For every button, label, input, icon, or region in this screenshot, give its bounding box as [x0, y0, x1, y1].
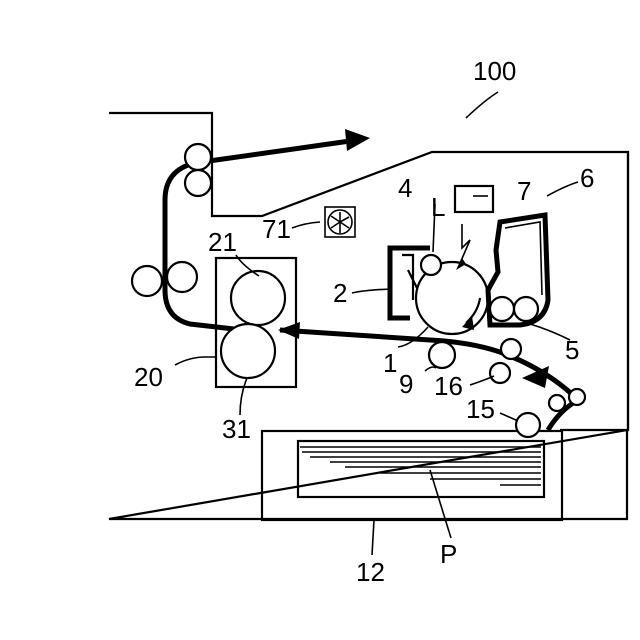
fan-blades	[331, 212, 349, 233]
exit-roller-lower	[185, 170, 211, 196]
cassette-frame	[262, 431, 562, 520]
cleaning-roller	[421, 255, 441, 275]
registration-roller-upper	[501, 339, 521, 359]
label-pickup-roller: 15	[466, 394, 495, 424]
developing-roller	[490, 297, 514, 321]
conveying-roller-right	[167, 262, 197, 292]
label-cleaning-roller: 4	[398, 173, 412, 203]
label-transfer-roller: 9	[399, 369, 413, 399]
exit-arrow	[345, 129, 370, 151]
label-developing-unit: 6	[580, 163, 594, 193]
exposure-unit	[455, 186, 493, 212]
label-paper: P	[440, 539, 457, 569]
label-apparatus: 100	[473, 56, 516, 86]
feed-roller-small	[569, 389, 585, 405]
label-fixing-unit: 20	[134, 362, 163, 392]
label-photoconductor: 1	[383, 348, 397, 378]
feed-roller-small-2	[549, 395, 565, 411]
heat-roller	[231, 271, 285, 325]
transfer-roller	[429, 342, 455, 368]
pickup-roller	[516, 413, 540, 437]
supply-roller	[514, 297, 538, 321]
paper-stack-frame	[298, 441, 544, 497]
label-cassette: 12	[356, 557, 385, 587]
label-registration-roller: 16	[434, 371, 463, 401]
conveying-roller-left	[132, 266, 162, 296]
developing-unit-inner	[505, 222, 542, 295]
label-fan: 71	[262, 214, 291, 244]
label-heat-roller: 21	[208, 227, 237, 257]
exit-roller-upper	[185, 144, 211, 170]
label-exposure-unit: 7	[517, 176, 531, 206]
pressure-roller	[221, 324, 275, 378]
label-light: L	[431, 192, 445, 222]
label-charger: 2	[333, 278, 347, 308]
label-pressure-roller: 31	[222, 414, 251, 444]
housing-outline	[109, 113, 628, 519]
registration-roller-lower	[490, 363, 510, 383]
label-developing-roller: 5	[565, 335, 579, 365]
